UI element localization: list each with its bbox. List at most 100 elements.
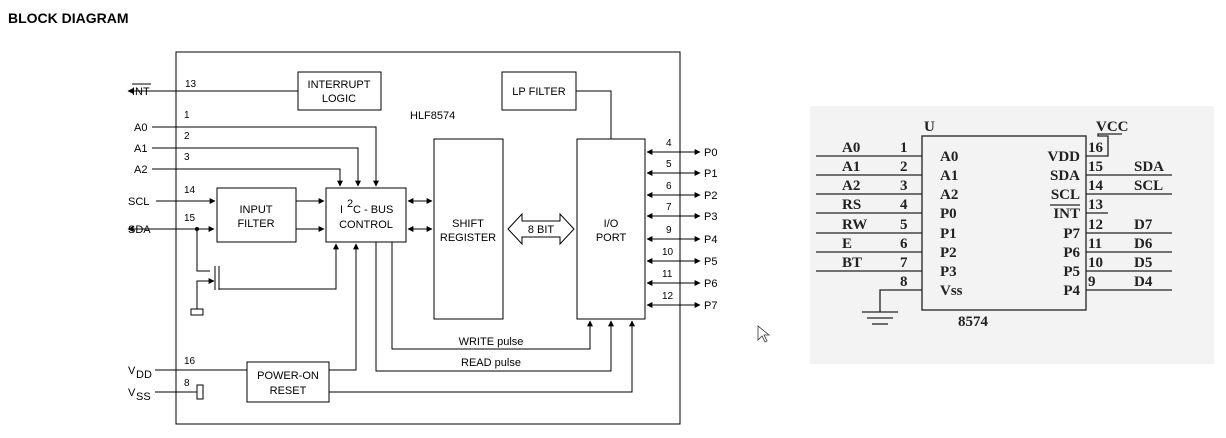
vdd-label-v: V xyxy=(128,365,136,377)
pin-4: 4 xyxy=(900,197,908,213)
interrupt-logic-line1: INTERRUPT xyxy=(308,79,371,91)
shift-register-block xyxy=(433,138,504,320)
inner-a0: A0 xyxy=(940,149,958,165)
page-title: BLOCK DIAGRAM xyxy=(8,10,129,26)
io-port-line1: I/O xyxy=(604,218,619,230)
inner-p5: P5 xyxy=(1063,264,1080,280)
pin-6: 6 xyxy=(900,236,908,252)
left-wire-8 xyxy=(879,289,922,312)
pin-11: 11 xyxy=(1088,236,1102,252)
read-pulse-label: READ pulse xyxy=(461,357,521,369)
i2c-bus-control-block xyxy=(325,187,407,243)
inner-sda: SDA xyxy=(1050,168,1080,184)
pin-5: 5 xyxy=(900,217,908,233)
p1-pin-num: 5 xyxy=(666,159,672,170)
p7-label: P7 xyxy=(704,300,717,312)
p3-label: P3 xyxy=(704,211,717,223)
pin-8: 8 xyxy=(900,274,908,290)
eight-bit-bus-arrow xyxy=(507,212,575,246)
i2c-label-i: I xyxy=(340,204,343,216)
vdd-label-sub: DD xyxy=(136,369,152,381)
p6-pin-num: 11 xyxy=(662,269,673,280)
int-label: INT xyxy=(132,86,150,98)
input-filter-block xyxy=(216,187,297,243)
pin-3: 3 xyxy=(900,178,908,194)
pin-1: 1 xyxy=(900,140,908,156)
net-d6: D6 xyxy=(1134,236,1153,252)
sda-label: SDA xyxy=(128,224,151,236)
a0-label: A0 xyxy=(134,122,147,134)
pin-12: 12 xyxy=(1088,217,1103,233)
read-pulse-line xyxy=(375,242,614,372)
p2-pin-num: 6 xyxy=(666,181,672,192)
shift-register-line1: SHIFT xyxy=(452,218,484,230)
p0-pin-num: 4 xyxy=(666,138,672,149)
p3-pin-num: 7 xyxy=(666,202,672,213)
inner-vss: Vss xyxy=(940,283,963,299)
por-to-i2c-line xyxy=(329,243,359,371)
a1-label: A1 xyxy=(134,143,147,155)
ground-symbol xyxy=(190,308,204,316)
scl-label: SCL xyxy=(128,196,149,208)
ic-body xyxy=(921,135,1087,311)
pin-16: 16 xyxy=(1088,140,1104,156)
pin-10: 10 xyxy=(1088,255,1103,271)
block-diagram: HLF8574 INTERRUPT LOGIC LP FILTER INPUT … xyxy=(127,51,771,425)
p2-label: P2 xyxy=(704,190,717,202)
schematic-symbol: U 8574 VCC A0 A1 A2 RS RW E BT 1 2 3 4 5… xyxy=(810,106,1214,364)
i2c-label-bus: C - BUS xyxy=(353,204,393,216)
inner-p7: P7 xyxy=(1063,226,1080,242)
inner-a2: A2 xyxy=(940,187,958,203)
interrupt-logic-line2: LOGIC xyxy=(322,93,356,105)
inner-p4: P4 xyxy=(1063,283,1080,299)
pin-2: 2 xyxy=(900,159,908,175)
schematic-background xyxy=(810,106,1214,364)
inner-p6: P6 xyxy=(1063,245,1080,261)
p5-label: P5 xyxy=(704,256,717,268)
inner-int: INT xyxy=(1053,206,1080,222)
net-sda: SDA xyxy=(1134,159,1164,175)
net-d5: D5 xyxy=(1134,255,1152,271)
a0-pin-num: 1 xyxy=(184,110,190,121)
p4-pin-num: 9 xyxy=(666,225,672,236)
vcc-label: VCC xyxy=(1096,119,1129,135)
power-on-reset-block xyxy=(246,361,330,403)
port-pins: 4 5 6 7 9 10 11 12 P0 P1 P2 P3 P4 P5 P6 … xyxy=(646,138,717,312)
scl-pin-num: 14 xyxy=(184,185,196,196)
net-scl: SCL xyxy=(1134,178,1163,194)
inner-p2: P2 xyxy=(940,245,957,261)
inner-p1: P1 xyxy=(940,226,957,242)
transistor-source-wire xyxy=(196,280,210,309)
por-line1: POWER-ON xyxy=(257,370,319,382)
io-port-line2: PORT xyxy=(596,232,627,244)
pin-13: 13 xyxy=(1088,197,1103,213)
a2-line xyxy=(152,168,343,187)
vss-label-sub: SS xyxy=(136,391,151,403)
net-rs: RS xyxy=(842,197,861,213)
p0-label: P0 xyxy=(704,147,717,159)
net-a2: A2 xyxy=(842,178,860,194)
por-line2: RESET xyxy=(270,385,307,397)
inner-a1: A1 xyxy=(940,168,958,184)
vcc-wire xyxy=(1086,133,1122,157)
net-a1: A1 xyxy=(842,159,860,175)
pin-14: 14 xyxy=(1088,178,1104,194)
ic-ref: U xyxy=(924,119,935,135)
input-filter-line1: INPUT xyxy=(240,204,273,216)
bus-width-label: 8 BIT xyxy=(528,224,555,236)
vdd-pin-num: 16 xyxy=(184,356,196,367)
write-pulse-line xyxy=(391,242,593,350)
lp-to-io-line xyxy=(576,90,612,139)
shift-register-line2: REGISTER xyxy=(440,232,496,244)
inner-scl: SCL xyxy=(1051,187,1080,203)
p7-pin-num: 12 xyxy=(662,291,674,302)
mouse-cursor-icon xyxy=(757,325,771,343)
a2-pin-num: 3 xyxy=(184,152,190,163)
net-e: E xyxy=(842,236,852,252)
i2c-label-sup: 2 xyxy=(347,198,353,210)
inner-vdd: VDD xyxy=(1048,149,1081,165)
write-pulse-label: WRITE pulse xyxy=(459,336,524,348)
inner-p3: P3 xyxy=(940,264,957,280)
net-d4: D4 xyxy=(1134,274,1153,290)
